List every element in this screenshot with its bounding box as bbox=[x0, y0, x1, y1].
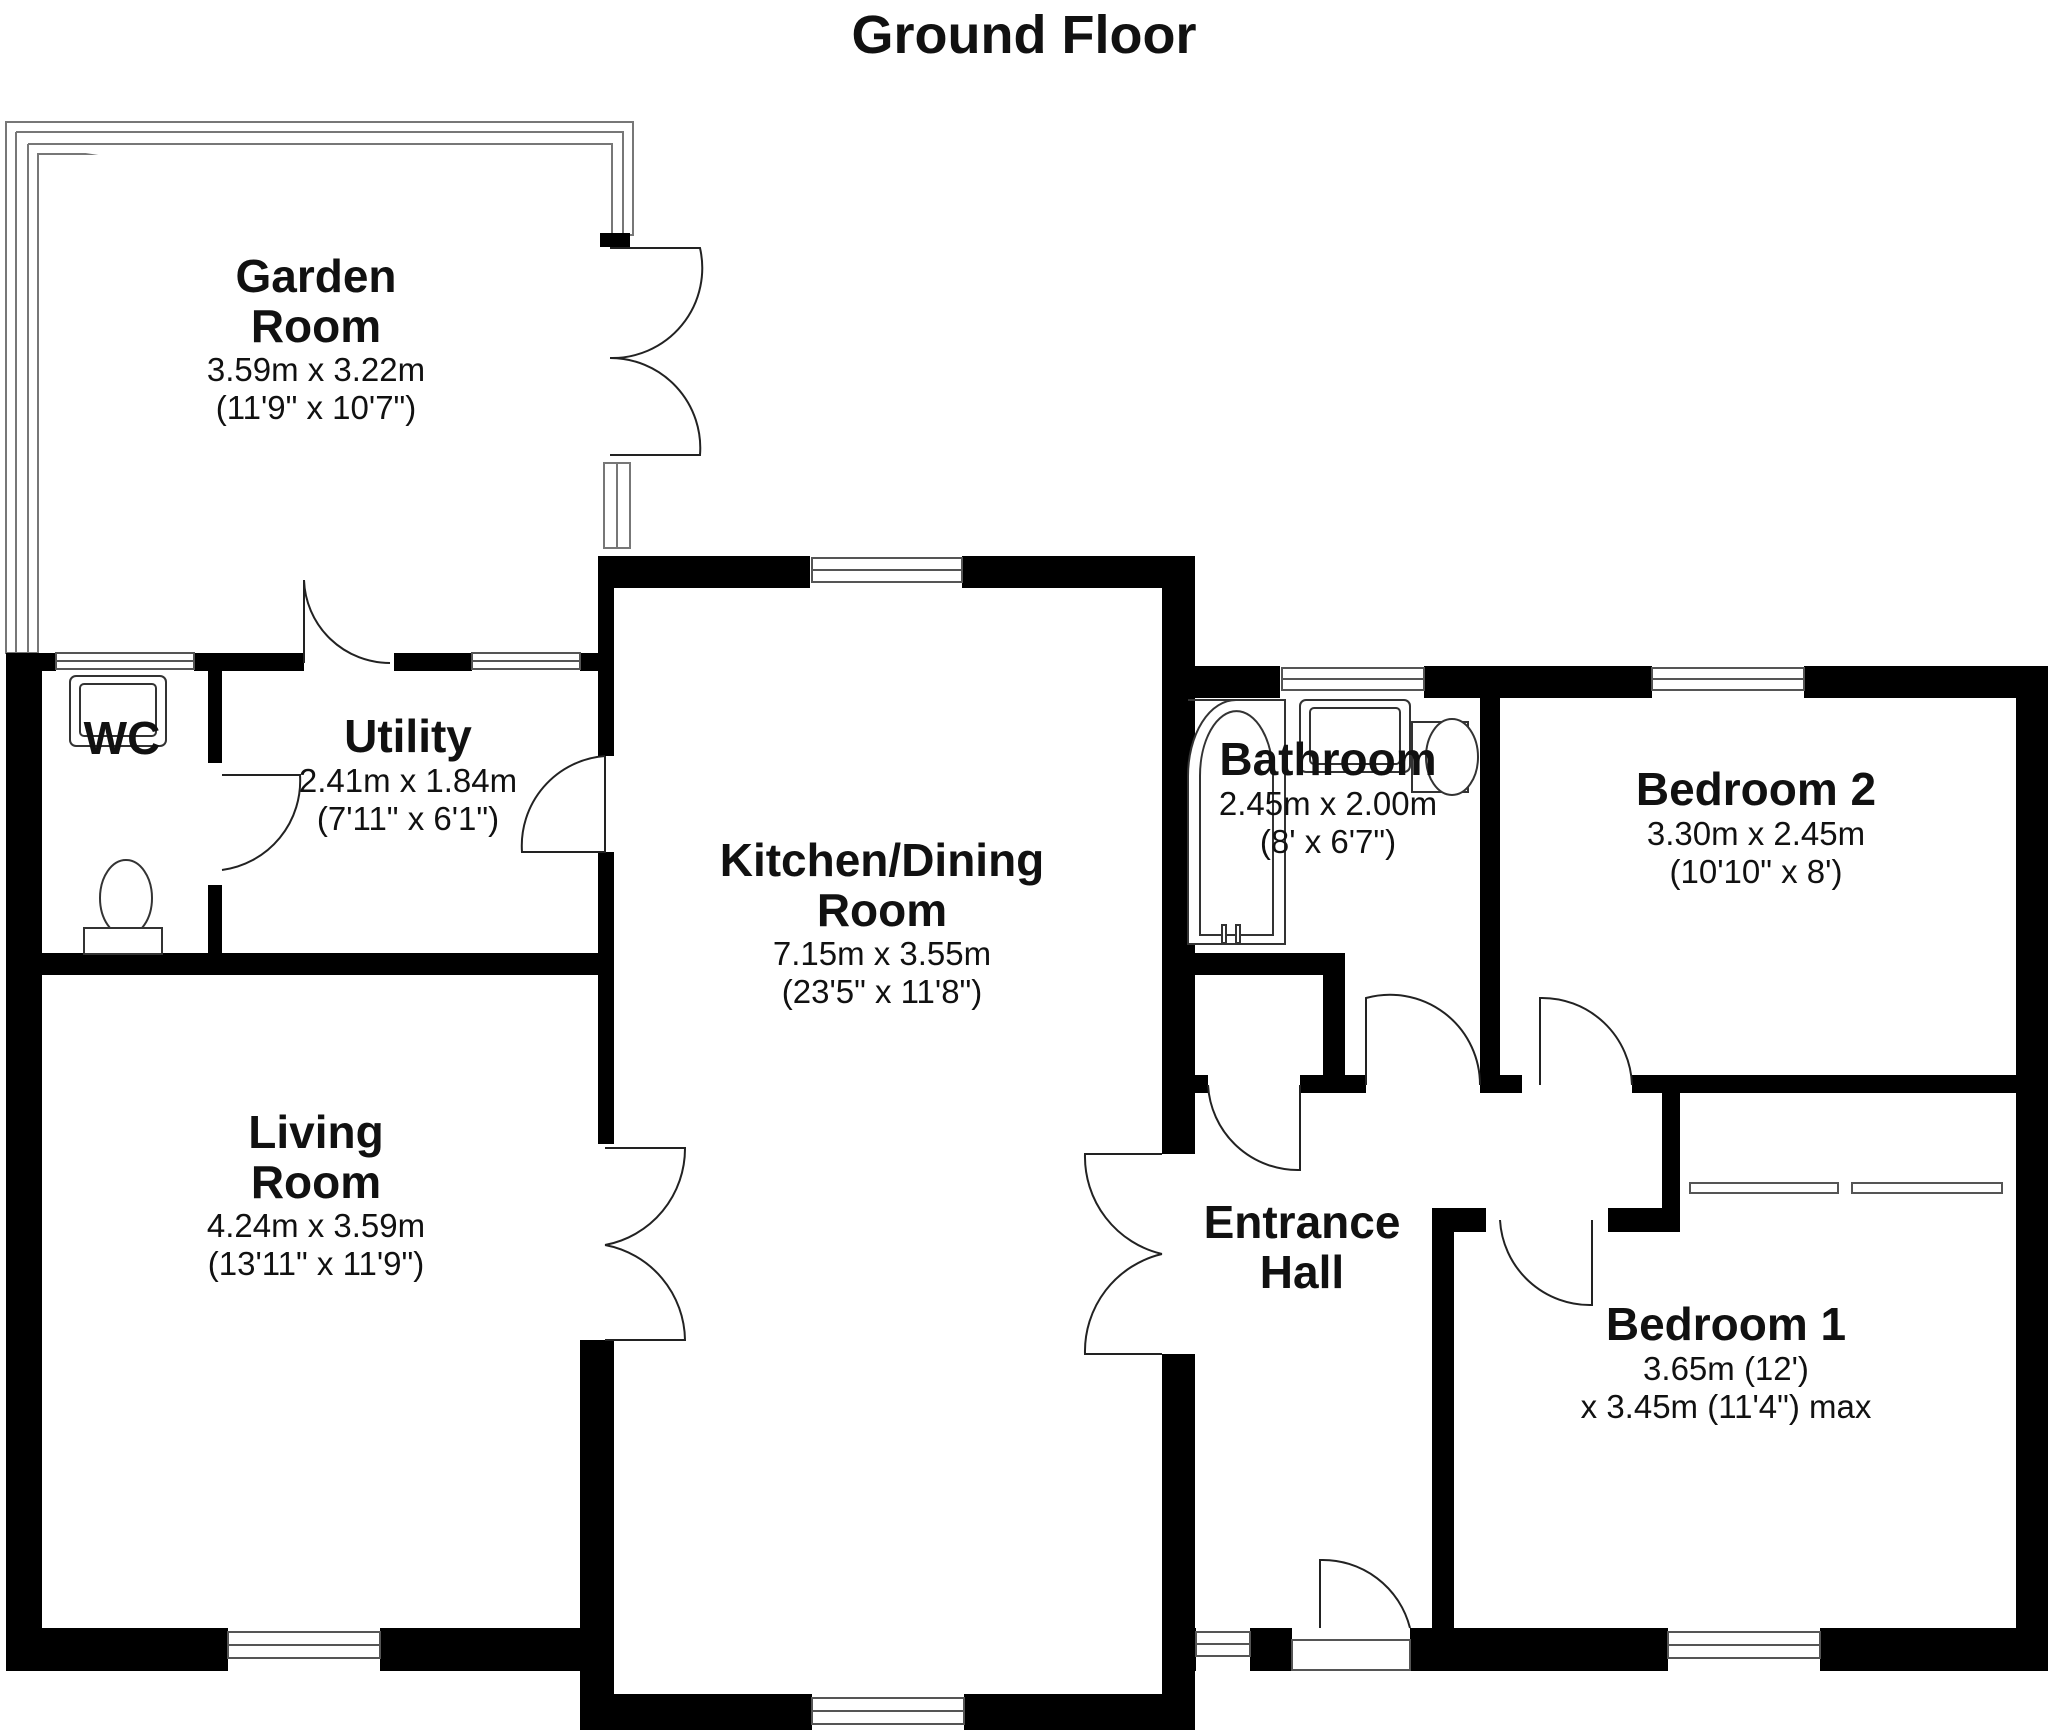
room-label-utility: Utility 2.41m x 1.84m (7'11" x 6'1") bbox=[298, 710, 518, 838]
walls bbox=[6, 556, 2048, 1730]
doors bbox=[221, 247, 1633, 1629]
room-dimensions-metric: 3.65m (12') bbox=[1643, 1349, 1809, 1387]
room-name: Hall bbox=[1259, 1245, 1345, 1298]
room-name: Bedroom 2 bbox=[1635, 763, 1877, 815]
toilet-icon bbox=[99, 859, 153, 937]
room-label-wc: WC bbox=[83, 712, 161, 764]
room-dimensions-metric: 7.15m x 3.55m bbox=[772, 935, 992, 973]
room-dimensions-imperial: (11'9" x 10'7") bbox=[215, 389, 417, 427]
room-dimensions-imperial: (8' x 6'7") bbox=[1259, 822, 1397, 860]
room-name: Kitchen/Dining bbox=[719, 834, 1045, 886]
room-dimensions-imperial: (13'11" x 11'9") bbox=[207, 1245, 425, 1283]
windows bbox=[55, 557, 2003, 1725]
room-name: Room bbox=[250, 1155, 382, 1208]
room-name: Room bbox=[250, 299, 382, 352]
room-name: WC bbox=[83, 712, 161, 764]
room-dimensions-imperial: (23'5" x 11'8") bbox=[781, 973, 983, 1011]
room-name: Garden bbox=[235, 250, 397, 302]
room-label-entrance-hall: Entrance Hall bbox=[1203, 1196, 1401, 1298]
room-name: Utility bbox=[344, 710, 472, 762]
garden-room-glazing bbox=[5, 121, 634, 654]
floor-title: Ground Floor bbox=[851, 5, 1197, 65]
room-label-garden-room: Garden Room 3.59m x 3.22m (11'9" x 10'7"… bbox=[206, 250, 426, 427]
room-label-bedroom-2: Bedroom 2 3.30m x 2.45m (10'10" x 8') bbox=[1635, 763, 1877, 891]
room-dimensions-metric: 2.45m x 2.00m bbox=[1218, 784, 1438, 822]
room-dimensions-imperial: (7'11" x 6'1") bbox=[316, 799, 500, 837]
room-name: Bathroom bbox=[1219, 733, 1437, 785]
room-dimensions-imperial: (10'10" x 8') bbox=[1669, 852, 1843, 890]
room-dimensions-metric: 3.59m x 3.22m bbox=[206, 351, 426, 389]
room-dimensions-metric: 3.30m x 2.45m bbox=[1646, 814, 1866, 852]
room-name: Living bbox=[248, 1106, 384, 1158]
room-name: Room bbox=[816, 883, 948, 936]
room-dimensions-imperial: x 3.45m (11'4") max bbox=[1580, 1387, 1872, 1425]
room-label-living-room: Living Room 4.24m x 3.59m (13'11" x 11'9… bbox=[206, 1106, 426, 1283]
fixtures bbox=[69, 675, 1479, 955]
room-label-bathroom: Bathroom 2.45m x 2.00m (8' x 6'7") bbox=[1218, 733, 1438, 861]
room-dimensions-metric: 4.24m x 3.59m bbox=[206, 1207, 426, 1245]
room-name: Bedroom 1 bbox=[1605, 1298, 1847, 1350]
room-dimensions-metric: 2.41m x 1.84m bbox=[298, 761, 518, 799]
room-label-bedroom-1: Bedroom 1 3.65m (12') x 3.45m (11'4") ma… bbox=[1580, 1298, 1872, 1426]
room-name: Entrance bbox=[1203, 1196, 1401, 1248]
room-label-kitchen-dining-room: Kitchen/Dining Room 7.15m x 3.55m (23'5"… bbox=[719, 834, 1045, 1011]
